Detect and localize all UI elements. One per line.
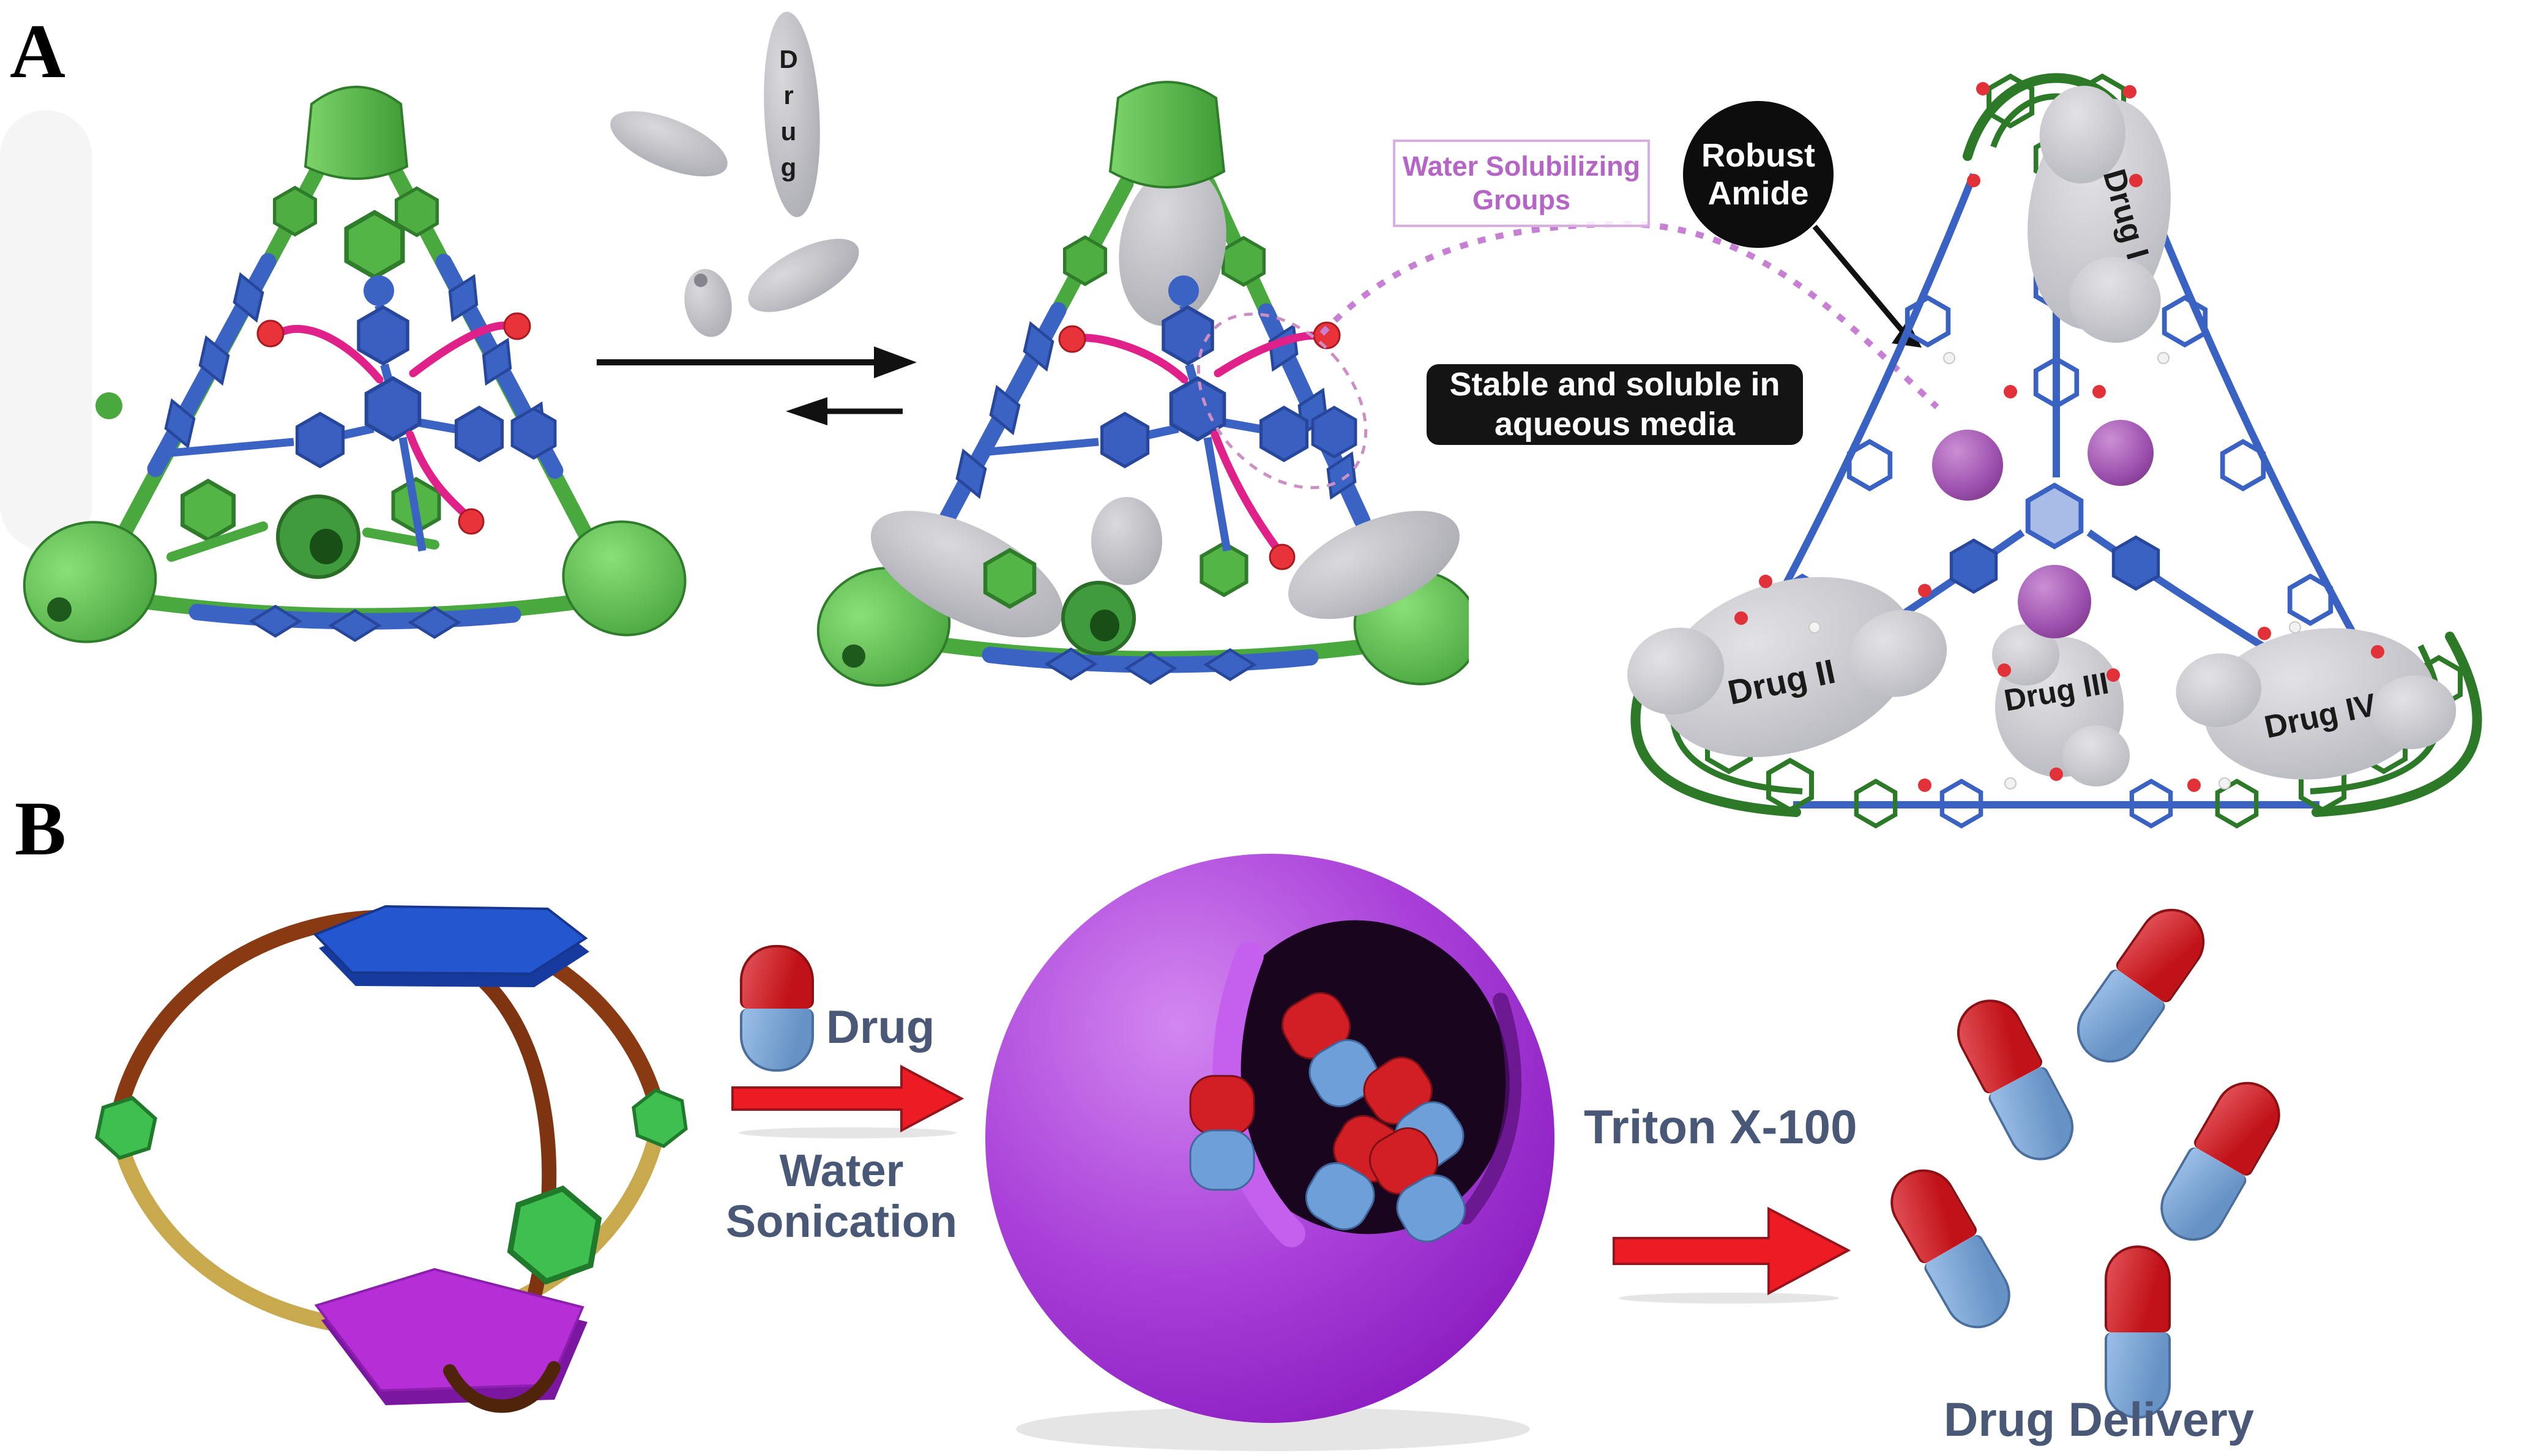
panel-b-label: B (15, 786, 67, 872)
released-capsule (2105, 1245, 2171, 1419)
released-capsule (2064, 895, 2218, 1076)
drug-iv-blob (2176, 628, 2457, 780)
robust-amide-line2: Amide (1707, 175, 1809, 212)
water-solubilizing-line2: Groups (1472, 184, 1570, 215)
robust-amide-line1: Robust (1701, 136, 1815, 174)
triton-label: Triton X-100 (1584, 1100, 1857, 1154)
stable-soluble-line1: Stable and soluble in (1449, 366, 1780, 403)
drug-ii-blob (1627, 577, 1947, 758)
stable-soluble-callout: Stable and soluble in aqueous media (1427, 364, 1803, 445)
drug-particles-illustration (610, 12, 859, 337)
macrocycle-illustration (34, 905, 719, 1413)
drug-iii-blob (1992, 624, 2130, 786)
released-capsule (1945, 988, 2086, 1172)
encapsulated-capsules (1189, 991, 1466, 1243)
capsule-blue-body (2105, 1332, 2171, 1419)
water-sonication-line2: Sonication (725, 1195, 958, 1247)
drug-particle-label: Drug (774, 45, 803, 189)
sonication-arrow-icon (731, 1064, 965, 1138)
robust-amide-badge: Robust Amide (1683, 101, 1834, 248)
equilibrium-arrows-icon (597, 346, 917, 425)
released-capsule (2148, 1069, 2293, 1253)
released-capsule (1878, 1157, 2023, 1341)
triton-arrow-icon (1613, 1206, 1851, 1304)
water-sonication-line1: Water (779, 1145, 904, 1196)
water-sonication-label: Water Sonication (664, 1145, 1019, 1247)
drug-delivery-label: Drug Delivery (1944, 1392, 2255, 1446)
crystal-structure-illustration: Drug I Drug II Drug III Drug IV (1627, 73, 2482, 829)
drug-i-blob (2028, 86, 2171, 343)
water-solubilizing-line1: Water Solubilizing (1402, 150, 1641, 182)
capsule-red-cap (2105, 1245, 2171, 1332)
capsule-blue-body (740, 1008, 814, 1072)
empty-cage-illustration (23, 86, 687, 643)
water-solubilizing-groups-callout: Water Solubilizing Groups (1393, 140, 1650, 227)
vesicle-illustration (985, 854, 1554, 1451)
capsule-red-cap (740, 945, 814, 1009)
drug-capsule-label: Drug (826, 1001, 935, 1053)
stable-soluble-line2: aqueous media (1494, 406, 1736, 442)
background-smudge (0, 110, 92, 551)
panel-a-label: A (10, 9, 65, 94)
drug-capsule (740, 945, 814, 1072)
loaded-cage-illustration (816, 81, 1469, 687)
